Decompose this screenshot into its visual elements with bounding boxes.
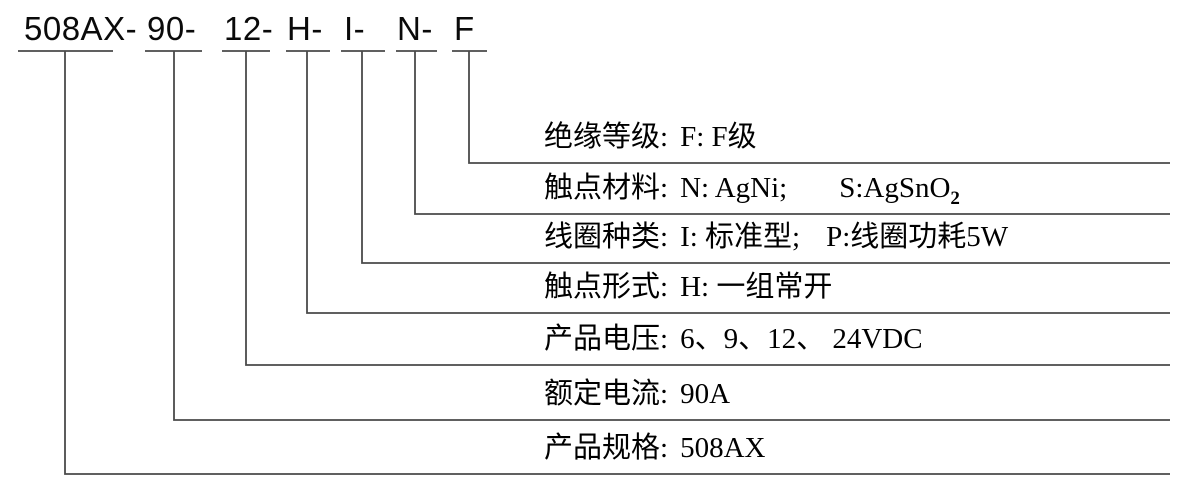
spec-row-product-voltage: 产品电压: 6、9、12、 24VDC [544,322,923,356]
spec-row-value-alt: P:线圈功耗5W [826,221,1009,253]
spec-row-value: 6、9、12、 24VDC [680,323,923,355]
spec-row-label: 触点形式: [544,271,669,303]
part-segment-contact-form: H- [287,10,323,47]
connector-contact-form [306,51,1170,314]
connector-contact-material [414,51,1170,215]
connector-voltage [245,51,1170,366]
spec-row-rated-current: 额定电流: 90A [544,377,730,411]
spec-row-value: 508AX [680,432,766,464]
spec-row-product-spec: 产品规格: 508AX [544,431,765,465]
spec-row-label: 产品电压: [544,323,669,355]
part-segment-current: 90- [147,10,197,47]
spec-row-contact-material: 触点材料: N: AgNi; S:AgSnO2 [544,171,960,216]
spec-row-coil-type: 线圈种类: I: 标准型; P:线圈功耗5W [544,220,1008,254]
spec-row-label: 额定电流: [544,378,669,410]
spec-row-value: N: AgNi; [680,172,788,204]
spec-row-value-alt: S:AgSnO [839,172,951,204]
connector-insulation [468,51,1170,164]
part-segment-coil-type: I- [344,10,366,47]
spec-row-label: 触点材料: [544,172,669,204]
part-segment-insulation: F [454,10,475,47]
part-segment-voltage: 12- [224,10,274,47]
connector-current [173,51,1170,421]
spec-row-value: 90A [680,378,731,410]
spec-row-insulation-class: 绝缘等级: F: F级 [544,120,757,154]
spec-row-value: H: 一组常开 [680,271,833,303]
spec-row-contact-form: 触点形式: H: 一组常开 [544,270,832,304]
spec-row-label: 线圈种类: [544,221,669,253]
spec-row-value-subscript: 2 [950,188,960,209]
spec-row-label: 产品规格: [544,432,669,464]
spec-row-label: 绝缘等级: [544,121,669,153]
connector-coil-type [361,51,1170,264]
spec-row-value: F: F级 [680,121,757,153]
connector-spec [64,51,1170,475]
part-segment-spec: 508AX- [24,10,138,47]
spec-row-value: I: 标准型; [680,221,801,253]
part-segment-contact-material: N- [397,10,433,47]
